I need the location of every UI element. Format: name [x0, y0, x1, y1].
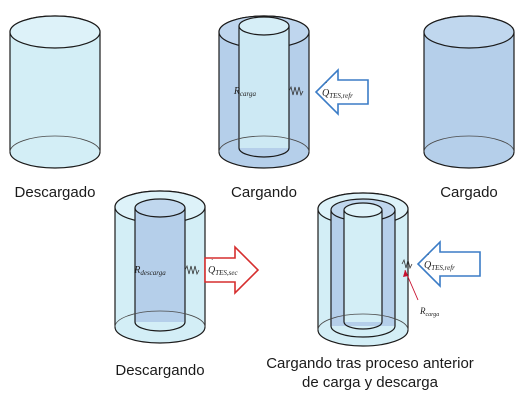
- svg-text:·: ·: [211, 256, 213, 264]
- tank-descargado: [9, 15, 101, 169]
- caption-descargado: Descargado: [14, 184, 96, 201]
- q-tes-refr-label-bottom: QTES,refr: [424, 260, 455, 272]
- svg-text:·: ·: [427, 251, 429, 259]
- r-carga-label: Rcarga: [233, 86, 257, 98]
- tank-descargando: Rdescarga: [114, 190, 206, 344]
- arrow-in-bottom: QTES,refr ·: [416, 240, 481, 288]
- caption-descargando: Descargando: [115, 362, 205, 379]
- r-descarga-label: Rdescarga: [133, 265, 166, 277]
- arrow-out: QTES,sec ·: [204, 245, 260, 295]
- caption-tras-line2: de carga y descarga: [302, 374, 438, 391]
- r-carga-label-bottom: Rcarga: [419, 306, 439, 318]
- tank-cargado: [423, 15, 515, 169]
- caption-cargando: Cargando: [231, 184, 297, 201]
- q-tes-sec-label: QTES,sec: [208, 265, 238, 277]
- arrow-in-top: QTES,refr ·: [314, 68, 369, 116]
- tank-cargando-tras-proceso: Rcarga: [317, 192, 439, 347]
- tank-cargando: Rcarga: [218, 15, 310, 169]
- caption-cargado: Cargado: [440, 184, 498, 201]
- caption-tras-line1: Cargando tras proceso anterior: [266, 355, 474, 372]
- svg-text:·: ·: [325, 79, 327, 87]
- q-tes-refr-label-top: QTES,refr: [322, 88, 353, 100]
